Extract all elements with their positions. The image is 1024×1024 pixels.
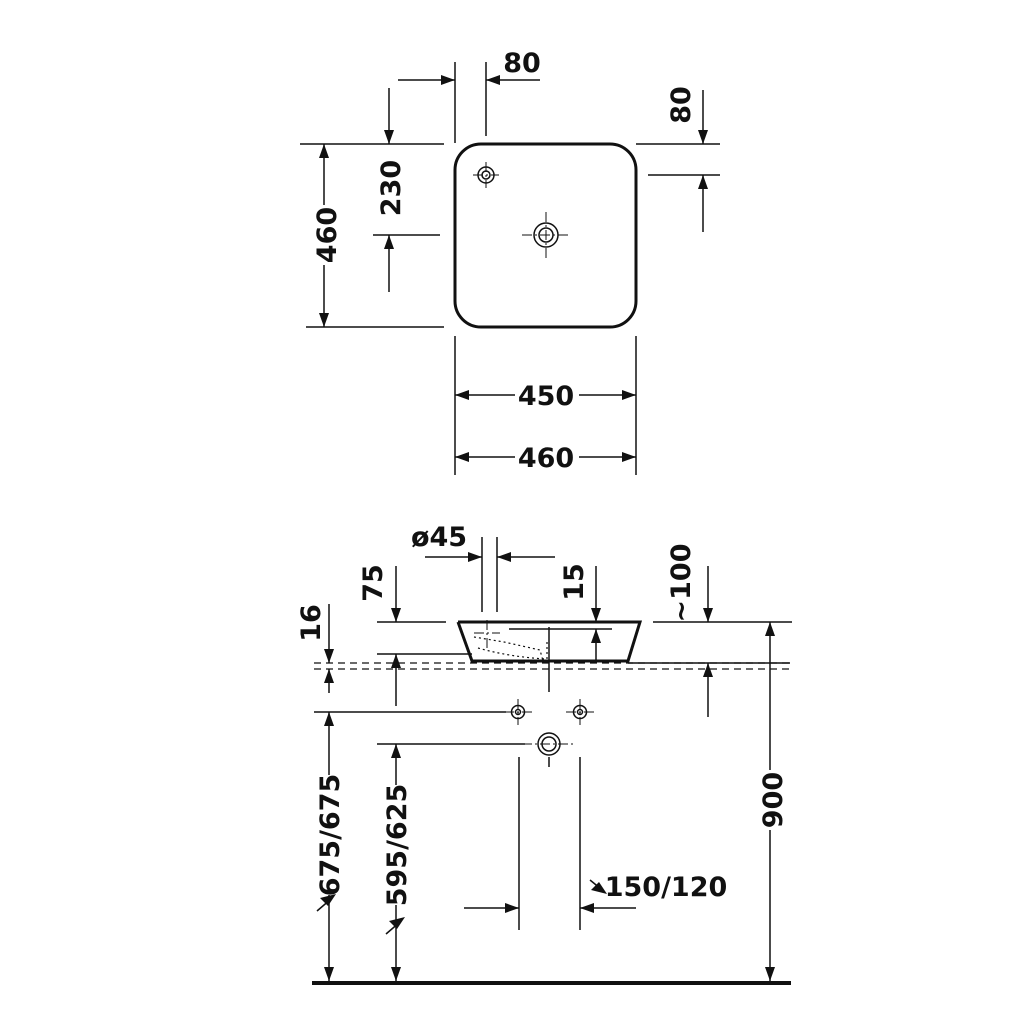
dim-tap-offset-x: 80 xyxy=(398,48,541,143)
dim-tap-offset-y: 80 xyxy=(636,86,720,232)
dim-inner-width: 450 xyxy=(454,336,637,475)
dim-label-waste-outlet-height: 595/625 xyxy=(382,784,413,907)
dim-counter-thickness: 16 xyxy=(296,604,334,693)
dim-label-center-offset: 230 xyxy=(376,160,407,216)
dim-depth: 460 xyxy=(306,144,444,328)
dim-label-trap-width: 150/120 xyxy=(605,872,728,903)
side-view: ø45 75 15 ~100 xyxy=(296,522,792,985)
tap-hole xyxy=(473,162,499,188)
dim-waste-diameter: ø45 xyxy=(411,522,555,612)
basin-outline-side xyxy=(456,620,643,663)
dim-waste-outlet-height: 595/625 xyxy=(377,743,525,981)
supply-valve-left xyxy=(504,699,532,725)
dim-label-tap-offset-x: 80 xyxy=(503,48,541,79)
dim-label-outer-width: 460 xyxy=(518,443,574,474)
dim-label-tap-distance: ~100 xyxy=(666,544,697,623)
dim-rim-offset: 15 xyxy=(559,563,601,661)
dim-tap-distance: ~100 xyxy=(653,544,792,717)
dim-trap-width: 150/120 xyxy=(464,757,727,930)
dim-label-counter-thickness: 16 xyxy=(296,604,327,642)
dim-outer-width: 460 xyxy=(455,443,636,474)
dim-label-rim-offset: 15 xyxy=(559,563,590,601)
dim-label-depth: 460 xyxy=(312,207,343,263)
counter-top xyxy=(314,662,790,670)
dim-label-inner-width: 450 xyxy=(518,381,574,412)
dim-label-waste-diameter: ø45 xyxy=(411,522,467,553)
supply-valve-right xyxy=(566,699,594,725)
drain-hole xyxy=(522,212,570,260)
waste-outlet xyxy=(522,627,576,767)
basin-outline-top xyxy=(453,142,638,329)
dim-center-offset: 230 xyxy=(300,88,444,292)
dim-label-total-height: 900 xyxy=(758,772,789,828)
dim-drain-height: 75 xyxy=(358,564,472,706)
dim-label-supply-height: 675/675 xyxy=(315,774,346,897)
dim-label-tap-offset-y: 80 xyxy=(666,86,697,124)
dim-label-drain-height: 75 xyxy=(358,564,389,602)
top-view: 80 80 230 460 xyxy=(300,48,720,475)
dim-supply-height: 675/675 xyxy=(312,711,506,981)
dim-total-height: 900 xyxy=(756,622,789,981)
